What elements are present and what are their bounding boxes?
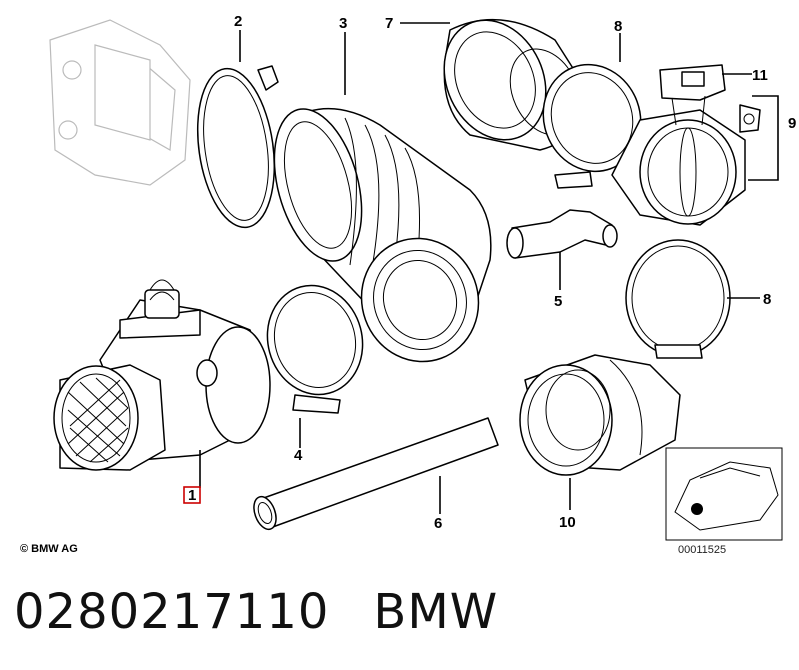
callout-8-top[interactable]: 8 [614,18,622,35]
part-10-boot[interactable] [519,354,681,476]
callout-9[interactable]: 9 [788,115,796,132]
parts-diagram: 2 3 7 8 11 9 5 8 1 4 6 10 © BMW AG 00011… [20,4,796,556]
location-dot [691,503,703,515]
part-8-clamp-top[interactable] [528,51,655,189]
callout-5[interactable]: 5 [554,293,562,310]
callout-10[interactable]: 10 [559,514,576,531]
callout-7[interactable]: 7 [385,15,393,32]
copyright: © BMW AG [20,543,78,555]
part-number: 0280217110 [14,584,330,640]
callout-8-middle[interactable]: 8 [763,291,771,308]
footer-caption: 0280217110 BMW [14,584,498,640]
part-11-connector[interactable] [659,64,726,126]
leader-lines [199,22,779,514]
part-3-intake-boot[interactable] [259,99,496,378]
ghost-throttle-housing [49,19,191,186]
callout-4[interactable]: 4 [294,447,303,464]
callout-1[interactable]: 1 [188,487,196,504]
callout-6[interactable]: 6 [434,515,442,532]
doc-number: 00011525 [678,544,726,556]
part-8-clamp-middle[interactable] [625,239,731,359]
callout-2[interactable]: 2 [234,13,242,30]
part-6-hose[interactable] [250,417,499,532]
part-7-upper-boot[interactable] [425,4,593,157]
callout-3[interactable]: 3 [339,15,347,32]
part-5-hose-fitting[interactable] [506,209,618,259]
part-1-air-mass-meter[interactable] [53,279,271,471]
part-2-seal-ring[interactable] [188,64,284,233]
brand-name: BMW [373,584,499,640]
callout-11[interactable]: 11 [752,67,768,84]
car-inset [665,447,783,541]
part-9-throttle-body[interactable] [611,104,761,226]
highlight-box [183,486,201,504]
part-4-clamp[interactable] [255,275,374,414]
